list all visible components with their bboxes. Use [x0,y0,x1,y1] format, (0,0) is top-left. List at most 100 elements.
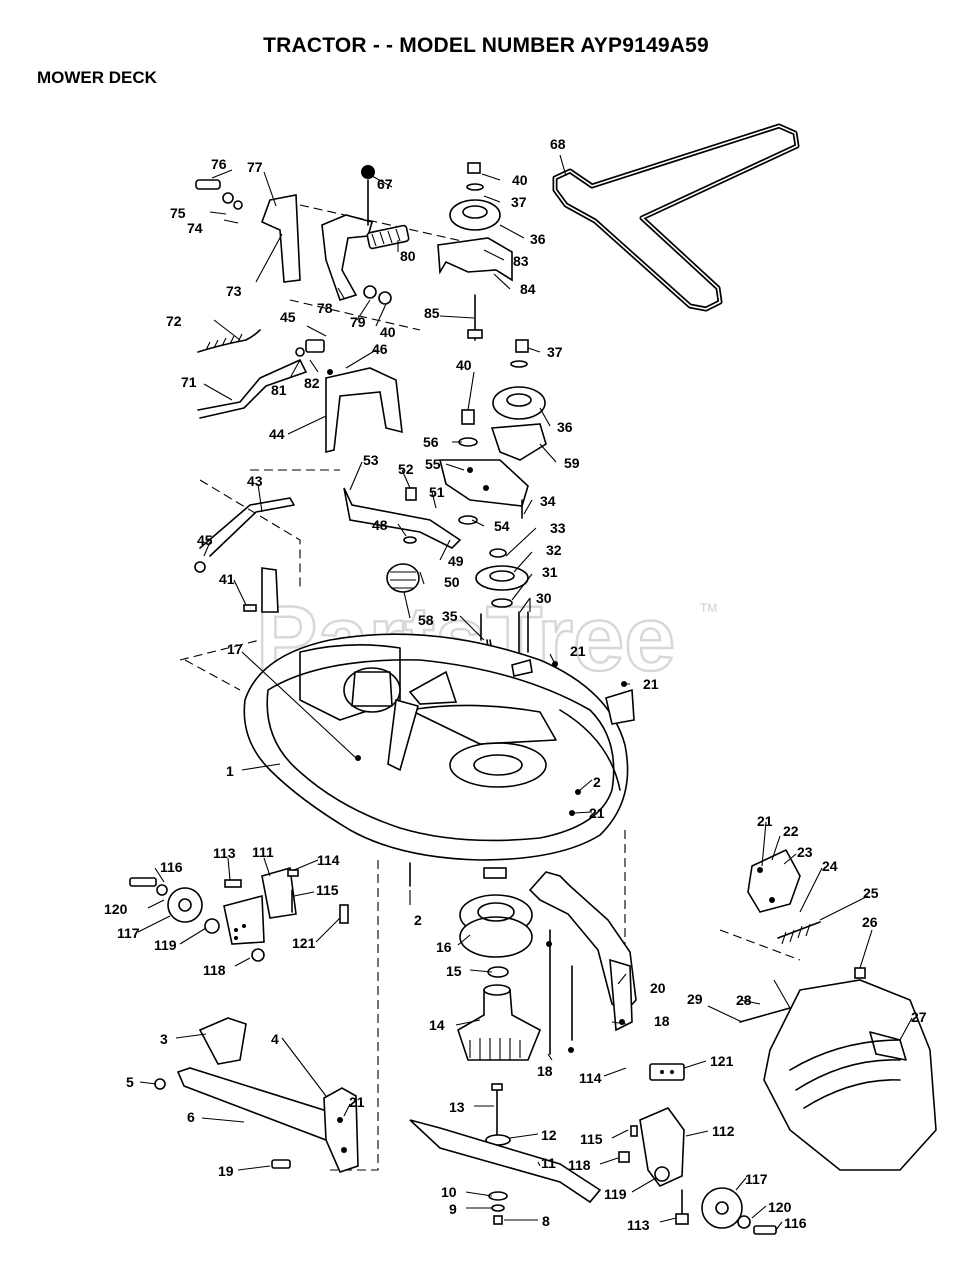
callout-118: 118 [203,962,226,978]
callout-19: 19 [218,1163,234,1179]
callout-81: 81 [271,382,287,398]
leader-lines [137,154,913,1231]
page-title: TRACTOR - - MODEL NUMBER AYP9149A59 [263,34,709,57]
callout-13: 13 [449,1099,465,1115]
gauge-wheel-left [129,866,349,962]
callout-72: 72 [166,313,182,329]
callout-23: 23 [797,844,813,860]
callout-34: 34 [540,493,556,509]
callout-32: 32 [546,542,562,558]
callout-17: 17 [227,641,243,657]
callout-84: 84 [520,281,536,297]
callout-83: 83 [513,253,529,269]
callout-45: 45 [197,532,213,548]
callout-43: 43 [247,473,263,489]
callout-46: 46 [372,341,388,357]
callout-75: 75 [170,205,186,221]
callout-113: 113 [627,1217,650,1233]
idler-arm-assembly [194,487,529,663]
callout-59: 59 [564,455,580,471]
callout-73: 73 [226,283,242,299]
alignment-guides [179,204,801,1171]
callout-40: 40 [512,172,528,188]
callout-37: 37 [511,194,527,210]
blade-spindle-assembly [409,862,602,1225]
callout-78: 78 [317,300,333,316]
callout-118: 118 [568,1157,591,1173]
callout-74: 74 [187,220,203,236]
callout-25: 25 [863,885,879,901]
callout-116: 116 [160,859,183,875]
watermark-trademark: TM [700,601,717,615]
callout-111: 111 [252,844,274,860]
callout-121: 121 [710,1053,734,1069]
callout-21: 21 [570,643,586,659]
callout-15: 15 [446,963,462,979]
callout-2: 2 [414,912,422,928]
callout-82: 82 [304,375,320,391]
callout-21: 21 [757,813,773,829]
callout-51: 51 [429,484,445,500]
callout-119: 119 [154,937,177,953]
callout-8: 8 [542,1213,550,1229]
callout-26: 26 [862,914,878,930]
callout-40: 40 [456,357,472,373]
callout-5: 5 [126,1074,134,1090]
belt-guard [528,871,637,1055]
callout-36: 36 [557,419,573,435]
callout-11: 11 [541,1155,556,1171]
discharge-chute [739,848,937,1171]
callout-116: 116 [784,1215,807,1231]
callout-40: 40 [380,324,396,340]
callout-80: 80 [400,248,416,264]
callout-2: 2 [593,774,601,790]
callout-56: 56 [423,434,439,450]
drive-belt [552,123,800,312]
callout-115: 115 [580,1131,603,1147]
callout-14: 14 [429,1017,445,1033]
callout-36: 36 [530,231,546,247]
callout-41: 41 [219,571,235,587]
callout-49: 49 [448,553,464,569]
callout-10: 10 [441,1184,457,1200]
callout-29: 29 [687,991,703,1007]
mower-deck-housing [243,633,635,861]
callout-6: 6 [187,1109,195,1125]
callout-28: 28 [736,992,752,1008]
callout-3: 3 [160,1031,168,1047]
callout-labels: 76 77 67 75 74 73 80 78 79 40 72 45 46 7… [104,136,927,1233]
idler-pulley-stack [437,162,547,525]
callout-21: 21 [643,676,659,692]
callout-50: 50 [444,574,460,590]
callout-45: 45 [280,309,296,325]
callout-67: 67 [377,176,393,192]
callout-79: 79 [350,314,366,330]
callout-27: 27 [911,1009,927,1025]
callout-18: 18 [537,1063,553,1079]
callout-85: 85 [424,305,440,321]
callout-9: 9 [449,1201,457,1217]
callout-119: 119 [604,1186,627,1202]
lift-lever-assembly [195,165,410,454]
callout-121: 121 [292,935,316,951]
callout-1: 1 [226,763,234,779]
callout-44: 44 [269,426,285,442]
gauge-wheel-right [618,1063,777,1235]
callout-68: 68 [550,136,566,152]
callout-30: 30 [536,590,552,606]
callout-53: 53 [363,452,379,468]
callout-52: 52 [398,461,414,477]
callout-35: 35 [442,608,458,624]
callout-20: 20 [650,980,666,996]
section-subtitle: MOWER DECK [37,68,157,87]
callout-58: 58 [418,612,434,628]
deck-lift-links [154,1017,359,1173]
callout-21: 21 [349,1094,365,1110]
callout-114: 114 [579,1070,602,1086]
callout-71: 71 [181,374,197,390]
callout-16: 16 [436,939,452,955]
callout-37: 37 [547,344,563,360]
callout-114: 114 [317,852,340,868]
